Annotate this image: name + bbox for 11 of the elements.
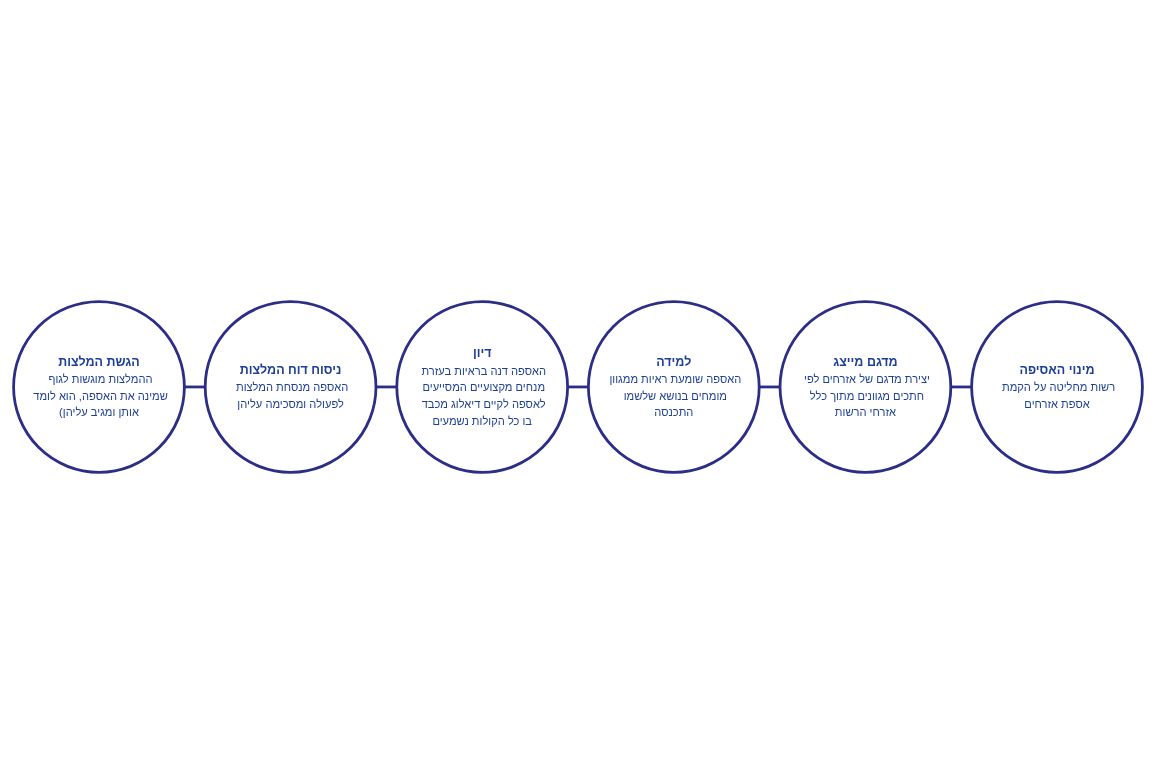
node-circle: דיון האספה דנה בראיות בעזרת מנחים מקצועיים המסייעים לאספה לקיים דיאלוג מכבד בו כל הקולות נשמעים (395, 300, 569, 474)
connector (184, 385, 206, 389)
node-circle: ניסוח דוח המלצות האספה מנסחת המלצות לפעולה ומסכימה עליהן (203, 300, 378, 474)
node-circle: למידה האספה שומעת ראיות ממגוון מומחים בנושא שלשמו התכנסה (587, 300, 761, 474)
connector (759, 385, 780, 389)
node-circle: הגשת המלצות ההמלצות מוגשות לגוף שמינה את האספה, הוא לומד אותן ומגיב עליהן) (12, 300, 186, 474)
connector (950, 385, 972, 389)
node-circle: מדגם מייצג יצירת מדגם של אזרחים לפי חתכים מגוונים מתוך כלל אזרחי הרשות (778, 300, 953, 474)
node-circle: מינוי האסיפה רשות מחליטה על הקמת אספת אזרחים (970, 300, 1144, 474)
connector (567, 385, 589, 389)
connector (376, 385, 397, 389)
